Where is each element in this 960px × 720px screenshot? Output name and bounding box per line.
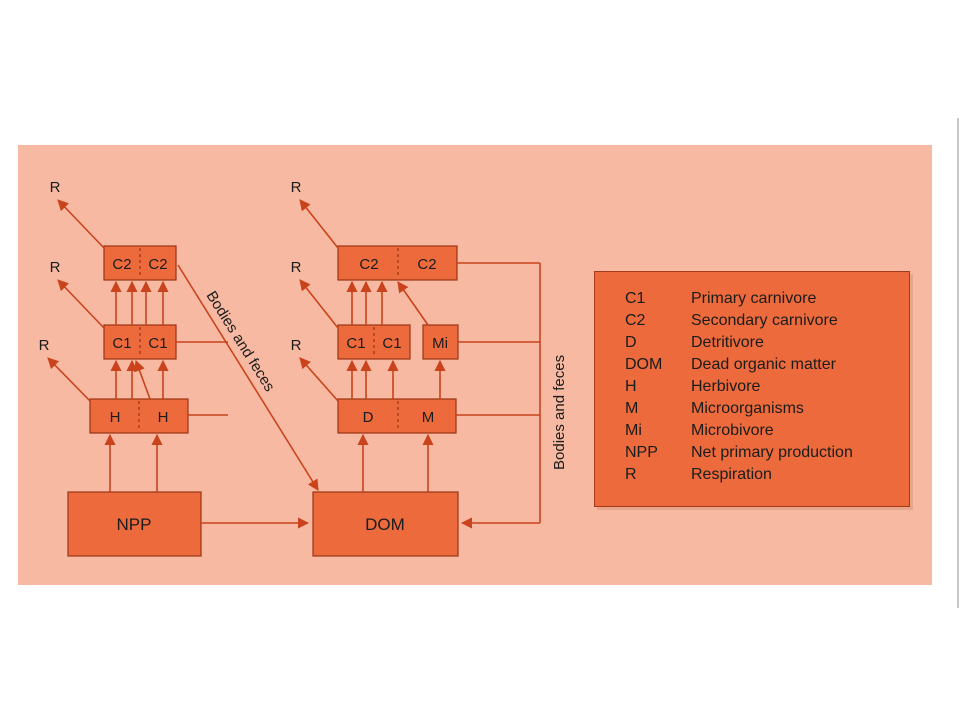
microbivore-box	[422, 324, 459, 360]
m-label: M	[422, 409, 435, 426]
legend-code: M	[625, 400, 639, 417]
legend-row: Mi Microbivore	[625, 420, 909, 442]
legend-description: Respiration	[691, 466, 772, 483]
legend-description: Net primary production	[691, 444, 853, 461]
legend-code: D	[625, 334, 637, 351]
respiration-r-label-top: R	[291, 179, 302, 196]
mi-label: Mi	[432, 335, 448, 352]
legend-code: DOM	[625, 356, 663, 373]
page-edge	[957, 118, 959, 608]
legend-code: Mi	[625, 422, 642, 439]
c2-right-label: C2	[148, 256, 167, 273]
legend-row: H Herbivore	[625, 376, 909, 398]
c2-left-label: C2	[112, 256, 131, 273]
legend-code: C1	[625, 290, 646, 307]
legend-row: M Microorganisms	[625, 398, 909, 420]
legend-row: R Respiration	[625, 464, 909, 486]
respiration-label-mid: R	[50, 259, 61, 276]
c2r-left-label: C2	[359, 256, 378, 273]
npp-box	[67, 491, 202, 557]
arrow-d-respiration	[299, 357, 339, 402]
arrow-h-respiration	[47, 357, 91, 402]
legend-row: D Detritivore	[625, 332, 909, 354]
arrow-c1r-respiration	[299, 279, 339, 329]
h-right-label: H	[158, 409, 169, 426]
arrow-mi-to-c2	[397, 281, 429, 326]
legend-description: Microbivore	[691, 422, 774, 439]
arrow-bodies-feces-diagonal	[177, 264, 319, 491]
legend-row: DOM Dead organic matter	[625, 354, 909, 376]
c2r-right-label: C2	[417, 256, 436, 273]
legend-description: Microorganisms	[691, 400, 804, 417]
c1-right-label: C1	[148, 335, 167, 352]
legend-code: NPP	[625, 444, 658, 461]
detritivore-micro-box	[337, 398, 457, 434]
h-left-label: H	[110, 409, 121, 426]
arrow-h-to-c1-d	[134, 359, 151, 400]
legend-description: Dead organic matter	[691, 356, 836, 373]
legend-description: Detritivore	[691, 334, 764, 351]
npp-label: NPP	[117, 515, 152, 534]
legend-code: R	[625, 466, 637, 483]
respiration-label-low: R	[39, 337, 50, 354]
arrow-c2r-respiration	[299, 199, 339, 249]
legend-code: C2	[625, 312, 646, 329]
legend-description: Primary carnivore	[691, 290, 817, 307]
legend-row: NPP Net primary production	[625, 442, 909, 464]
dom-box	[312, 491, 459, 557]
c1r-right-label: C1	[382, 335, 401, 352]
arrow-c1-respiration	[57, 279, 105, 329]
dom-label: DOM	[365, 515, 405, 534]
c1-left-label: C1	[112, 335, 131, 352]
bodies-feces-vertical-label: Bodies and feces	[551, 355, 568, 470]
legend-description: Secondary carnivore	[691, 312, 838, 329]
legend-row: C1 Primary carnivore	[625, 288, 909, 310]
legend-description: Herbivore	[691, 378, 761, 395]
c1r-left-label: C1	[346, 335, 365, 352]
legend-row: C2 Secondary carnivore	[625, 310, 909, 332]
energy-flow-diagram: NPP H H C1 C1 C2 C2 R R R DOM D M C1 C1 …	[39, 179, 568, 557]
d-label: D	[363, 409, 374, 426]
arrow-c2-respiration	[57, 199, 105, 249]
respiration-r-label-mid: R	[291, 259, 302, 276]
respiration-label-top: R	[50, 179, 61, 196]
respiration-r-label-low: R	[291, 337, 302, 354]
legend-code: H	[625, 378, 637, 395]
